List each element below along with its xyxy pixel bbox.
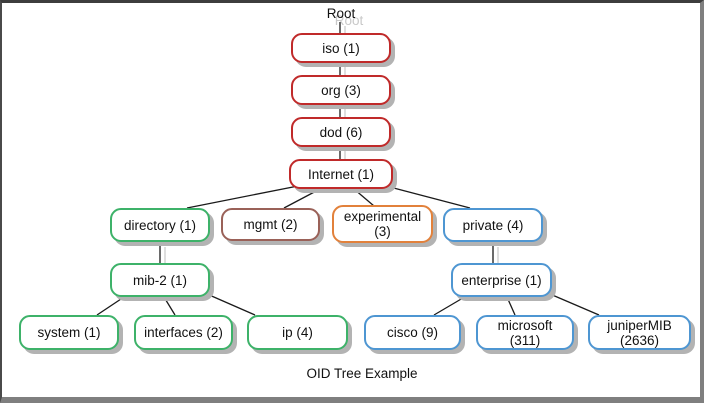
node-enterprise: enterprise (1) <box>451 263 552 297</box>
node-microsoft: microsoft (311) <box>476 315 574 350</box>
node-mgmt: mgmt (2) <box>221 208 320 241</box>
node-private: private (4) <box>443 208 543 242</box>
node-directory: directory (1) <box>110 208 210 242</box>
node-internet: Internet (1) <box>289 159 393 189</box>
node-junipermib: juniperMIB (2636) <box>588 315 691 350</box>
node-mib-2: mib-2 (1) <box>110 263 210 297</box>
node-cisco: cisco (9) <box>364 315 461 350</box>
node-iso: iso (1) <box>291 33 391 63</box>
root-label-ghost: Root <box>334 13 364 28</box>
diagram-caption: OID Tree Example <box>306 366 418 381</box>
node-system: system (1) <box>19 315 119 350</box>
node-experimental: experimental (3) <box>332 205 433 243</box>
node-dod: dod (6) <box>291 117 391 147</box>
node-ip: ip (4) <box>247 315 348 350</box>
node-org: org (3) <box>291 75 391 105</box>
connector-lines <box>96 22 600 316</box>
root-label: Root <box>326 6 356 21</box>
node-interfaces: interfaces (2) <box>134 315 233 350</box>
